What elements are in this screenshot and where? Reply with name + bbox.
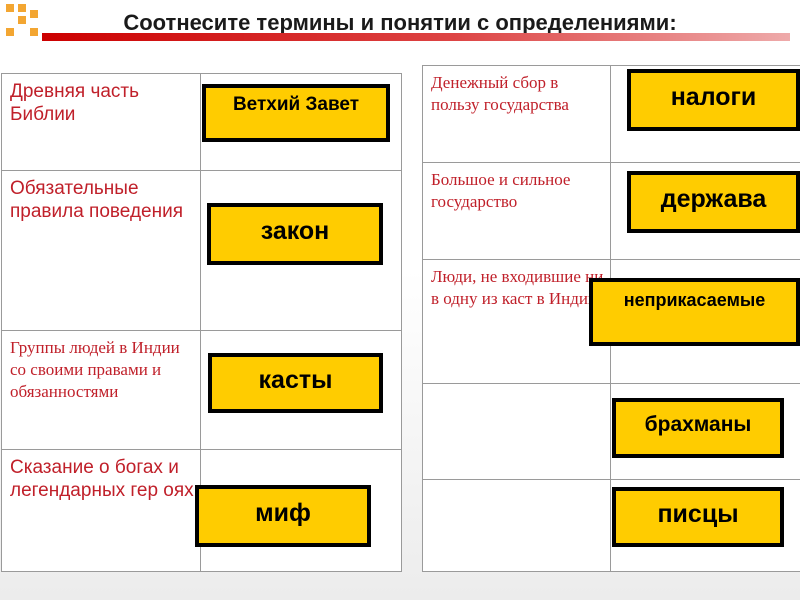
term-card-taxes[interactable]: налоги xyxy=(627,69,800,131)
corner-decoration xyxy=(6,28,14,36)
definition-cell: Люди, не входившие ни в одну из каст в И… xyxy=(422,259,611,384)
definition-cell: Древняя часть Библии xyxy=(1,73,201,171)
term-card-scribes[interactable]: писцы xyxy=(612,487,784,547)
definition-text: Сказание о богах и легендарных гер оях xyxy=(10,457,194,501)
definition-cell: Сказание о богах и легендарных гер оях xyxy=(1,449,201,572)
title-underline-bar xyxy=(42,33,790,41)
slide-title: Соотнесите термины и понятии с определен… xyxy=(123,10,677,35)
definition-text: Обязательные правила поведения xyxy=(10,178,183,222)
corner-decoration xyxy=(18,4,26,12)
definition-text: Группы людей в Индии со своими правами и… xyxy=(10,338,180,401)
definition-text xyxy=(423,384,610,390)
term-card-empire[interactable]: держава xyxy=(627,171,800,233)
definition-cell: Денежный сбор в пользу государства xyxy=(422,65,611,163)
definition-cell xyxy=(422,383,611,480)
term-card-myth[interactable]: миф xyxy=(195,485,371,547)
definition-text xyxy=(423,480,610,486)
term-card-law[interactable]: закон xyxy=(207,203,383,265)
term-card-castes[interactable]: касты xyxy=(208,353,383,413)
corner-decoration xyxy=(30,10,38,18)
definition-cell: Группы людей в Индии со своими правами и… xyxy=(1,330,201,450)
definition-cell xyxy=(422,479,611,572)
corner-decoration xyxy=(18,16,26,24)
term-card-brahmins[interactable]: брахманы xyxy=(612,398,784,458)
definition-text: Денежный сбор в пользу государства xyxy=(431,73,569,114)
definition-text: Древняя часть Библии xyxy=(10,81,140,125)
term-card-untouchables[interactable]: неприкасаемые xyxy=(589,278,800,346)
corner-decoration xyxy=(30,28,38,36)
corner-decoration xyxy=(6,4,14,12)
definition-cell: Обязательные правила поведения xyxy=(1,170,201,331)
definition-cell: Большое и сильное государство xyxy=(422,162,611,260)
definition-text: Большое и сильное государство xyxy=(431,170,571,211)
term-card-old-testament[interactable]: Ветхий Завет xyxy=(202,84,390,142)
definition-text: Люди, не входившие ни в одну из каст в И… xyxy=(431,267,604,308)
